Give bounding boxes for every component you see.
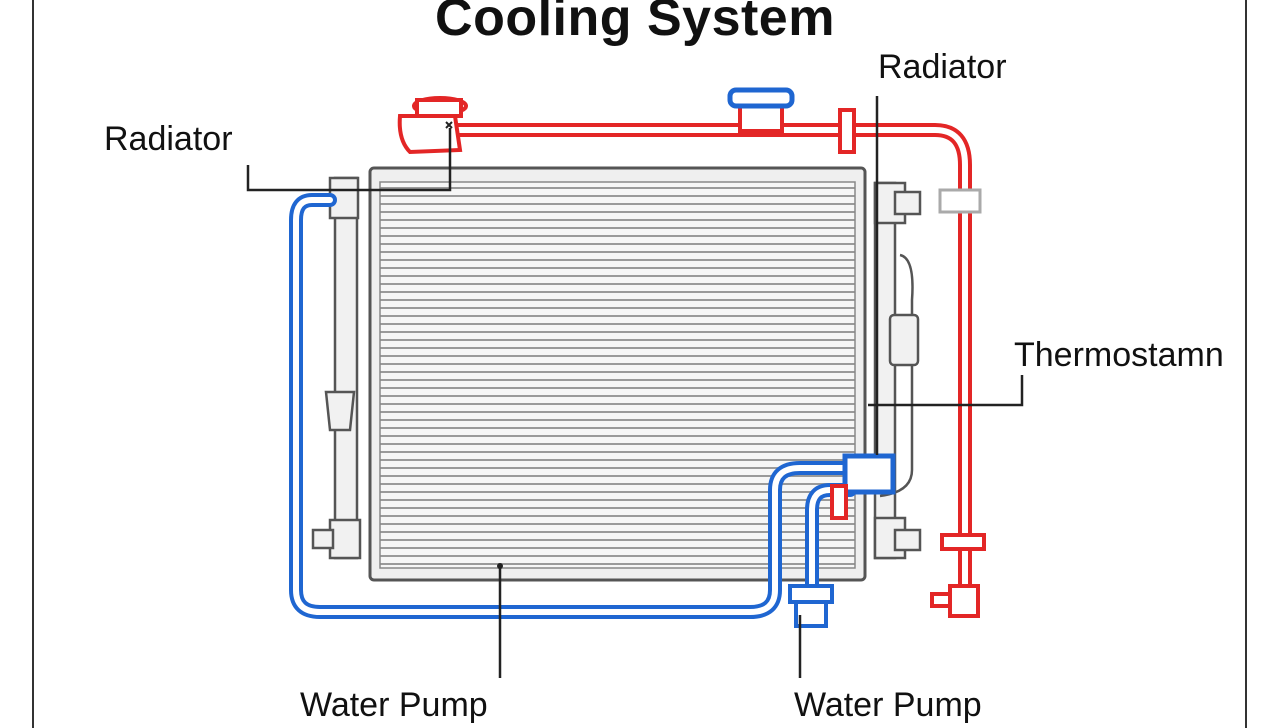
radiator-right-tank — [873, 181, 922, 560]
label-radiator-top: Radiator — [878, 48, 1007, 86]
hose-clamp — [838, 108, 856, 154]
radiator-inlet-fitting — [397, 96, 468, 155]
radiator-core — [368, 166, 867, 582]
label-water-pump-right: Water Pump — [794, 686, 982, 724]
hose-clamp-right — [938, 188, 982, 214]
diagram-title: Cooling System — [435, 0, 835, 47]
water-pump-body — [788, 584, 834, 628]
radiator-left-tank — [311, 176, 362, 560]
label-water-pump-left: Water Pump — [300, 686, 488, 724]
thermostat-housing — [830, 453, 896, 520]
pump-outlet-fitting — [930, 533, 986, 618]
radiator-cap — [727, 87, 795, 133]
label-radiator-left: Radiator — [104, 120, 233, 158]
leader-lines — [246, 96, 1024, 678]
label-thermostat: Thermostamn — [1014, 336, 1224, 374]
diagram-frame — [32, 0, 1247, 728]
